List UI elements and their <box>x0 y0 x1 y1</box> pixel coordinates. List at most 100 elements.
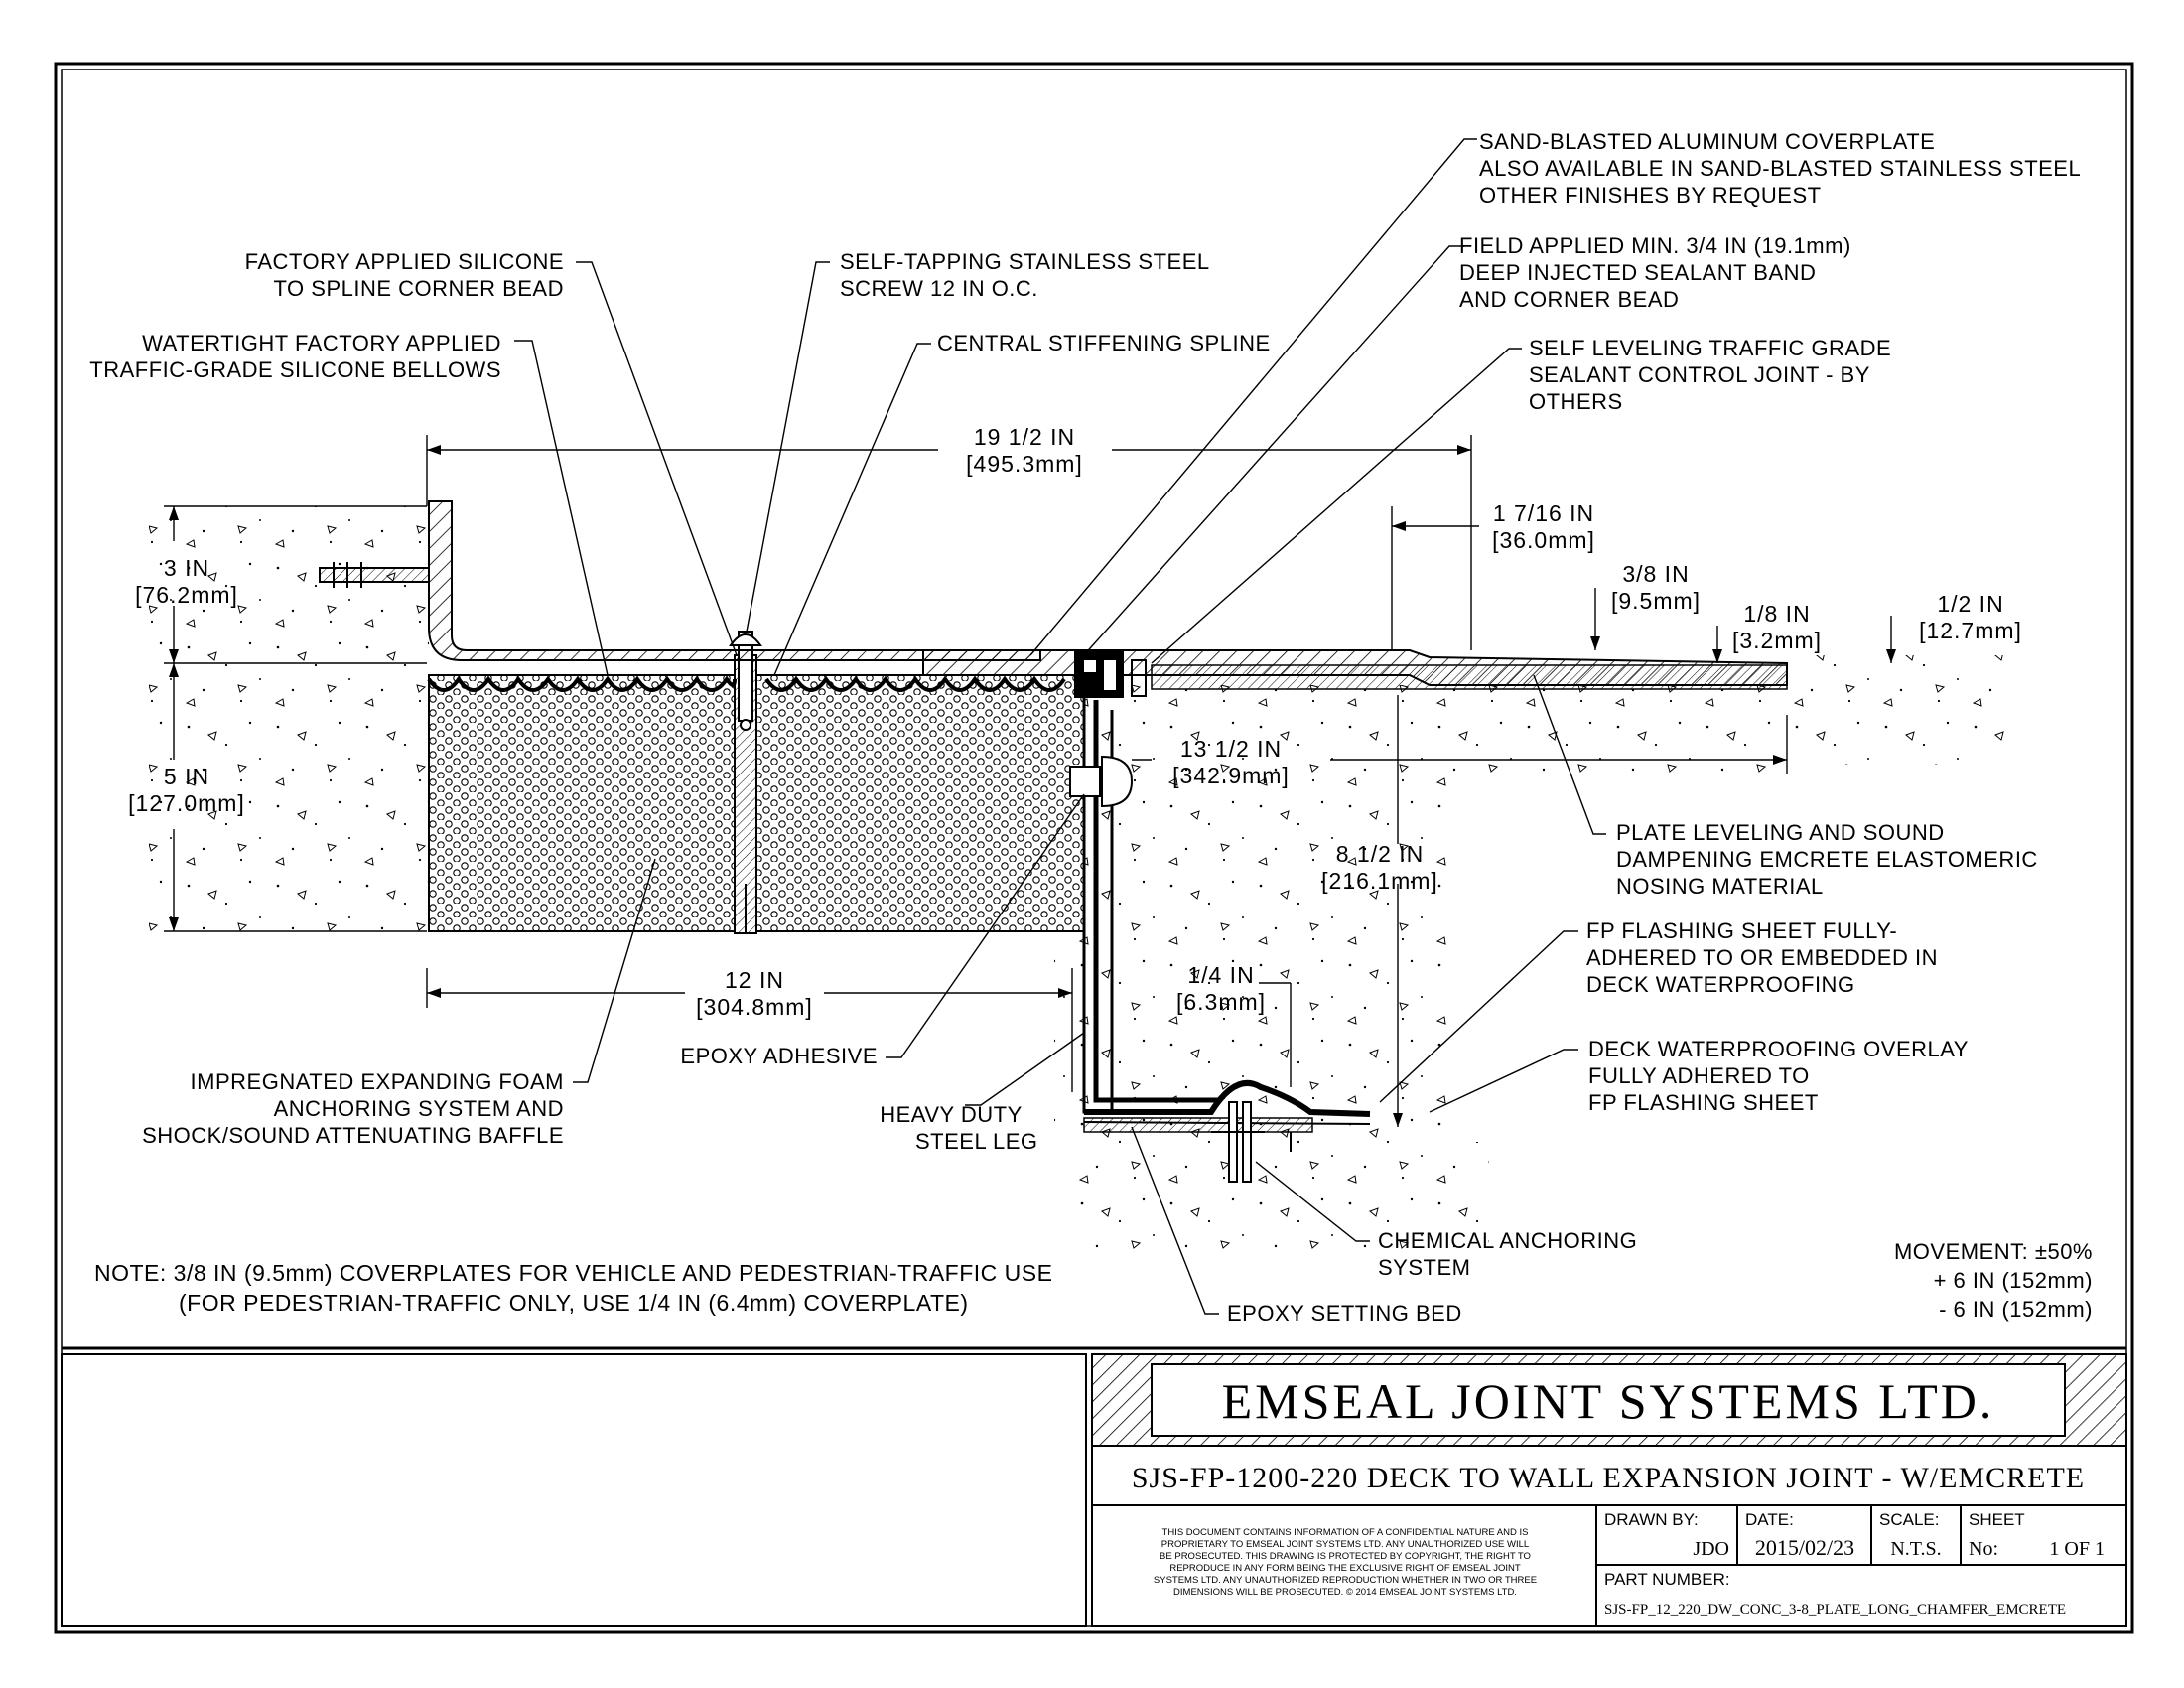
label-epoxy-setting-bed: EPOXY SETTING BED <box>1227 1301 1462 1326</box>
label-self-leveling-1: SELF LEVELING TRAFFIC GRADE <box>1529 336 1891 360</box>
dim-19-half-in: 19 1/2 IN <box>974 424 1075 450</box>
label-coverplate-3: OTHER FINISHES BY REQUEST <box>1479 183 1822 208</box>
date-value: 2015/02/23 <box>1755 1535 1854 1560</box>
label-bellows-2: TRAFFIC-GRADE SILICONE BELLOWS <box>89 357 501 382</box>
notes: NOTE: 3/8 IN (9.5mm) COVERPLATES FOR VEH… <box>94 1239 2093 1322</box>
disclaimer-6: DIMENSIONS WILL BE PROSECUTED. © 2014 EM… <box>1173 1587 1517 1598</box>
label-overlay-2: FULLY ADHERED TO <box>1588 1063 1810 1088</box>
disclaimer-2: PROPRIETARY TO EMSEAL JOINT SYSTEMS LTD.… <box>1161 1539 1529 1550</box>
disclaimer-4: REPRODUCE IN ANY FORM BEING THE EXCLUSIV… <box>1169 1563 1521 1574</box>
outer-border <box>54 62 2134 1634</box>
dim-1-2-in: 1/2 IN <box>1937 591 2003 617</box>
left-angle-plate <box>428 500 1041 661</box>
dim-12-in: 12 IN <box>725 967 784 993</box>
foam-baffle-left <box>428 674 736 932</box>
disclaimer-5: SYSTEMS LTD. ANY UNAUTHORIZED REPRODUCTI… <box>1154 1575 1537 1586</box>
label-steel-leg-1: HEAVY DUTY <box>880 1102 1023 1127</box>
dim-8-half-mm: [216.1mm] <box>1321 868 1438 894</box>
part-number-value: SJS-FP_12_220_DW_CONC_3-8_PLATE_LONG_CHA… <box>1604 1602 2066 1618</box>
label-field-sealant-2: DEEP INJECTED SEALANT BAND <box>1459 260 1816 285</box>
label-overlay-1: DECK WATERPROOFING OVERLAY <box>1588 1037 1969 1061</box>
label-flashing-1: FP FLASHING SHEET FULLY- <box>1586 918 1897 943</box>
label-self-leveling-3: OTHERS <box>1529 389 1623 414</box>
disclaimer-1: THIS DOCUMENT CONTAINS INFORMATION OF A … <box>1162 1527 1529 1538</box>
label-spline: CENTRAL STIFFENING SPLINE <box>937 331 1271 355</box>
label-coverplate-1: SAND-BLASTED ALUMINUM COVERPLATE <box>1479 129 1935 154</box>
dim-1-4-mm: [6.3mm] <box>1176 989 1266 1015</box>
dim-1-8-mm: [3.2mm] <box>1732 628 1822 653</box>
wall-anchor <box>319 567 430 583</box>
sealant-corner-bead <box>1074 650 1124 698</box>
label-foam-2: ANCHORING SYSTEM AND <box>274 1096 564 1121</box>
silicone-bellows-left <box>427 675 737 692</box>
label-coverplate-2: ALSO AVAILABLE IN SAND-BLASTED STAINLESS… <box>1479 156 2081 181</box>
callout-labels: SAND-BLASTED ALUMINUM COVERPLATE ALSO AV… <box>89 129 2081 1326</box>
dim-13-half-in: 13 1/2 IN <box>1180 736 1282 762</box>
dim-1-7-16-in: 1 7/16 IN <box>1493 500 1594 526</box>
silicone-bellows-right <box>764 675 1066 692</box>
flashing-sheet-vertical <box>1093 700 1221 1103</box>
dim-1-4-in: 1/4 IN <box>1187 962 1254 988</box>
leader-lines <box>514 138 1606 1315</box>
emcrete-nosing <box>1151 664 1788 690</box>
sheet-no-label: No: <box>1969 1538 1998 1560</box>
dimension-labels: 19 1/2 IN [495.3mm] 1 7/16 IN [36.0mm] 3… <box>128 424 2022 1020</box>
lower-concrete <box>1072 1142 1489 1251</box>
dim-5-mm: [127.0mm] <box>128 790 245 816</box>
deck-beyond <box>1797 655 2005 765</box>
label-factory-silicone-2: TO SPLINE CORNER BEAD <box>274 276 565 301</box>
label-foam-3: SHOCK/SOUND ATTENUATING BAFFLE <box>142 1123 564 1148</box>
label-foam-1: IMPREGNATED EXPANDING FOAM <box>191 1069 564 1094</box>
foam-baffle-right <box>755 674 1085 932</box>
movement-line-1: MOVEMENT: ±50% <box>1894 1239 2093 1264</box>
label-chemical-2: SYSTEM <box>1378 1255 1470 1280</box>
movement-line-2: + 6 IN (152mm) <box>1934 1268 2093 1293</box>
part-number-label: PART NUMBER: <box>1604 1570 1730 1589</box>
dimension-lines <box>164 435 1896 1127</box>
drawn-by-value: JDO <box>1693 1538 1729 1560</box>
dim-3-in: 3 IN <box>164 555 209 581</box>
scale-value: N.T.S. <box>1890 1538 1941 1560</box>
title-block: EMSEAL JOINT SYSTEMS LTD. SJS-FP-1200-22… <box>61 1353 2127 1627</box>
label-overlay-3: FP FLASHING SHEET <box>1588 1090 1819 1115</box>
date-label: DATE: <box>1745 1510 1794 1529</box>
dim-1-2-mm: [12.7mm] <box>1919 618 2022 643</box>
label-screw-2: SCREW 12 IN O.C. <box>840 276 1038 301</box>
label-self-leveling-2: SEALANT CONTROL JOINT - BY <box>1529 362 1870 387</box>
sheet-value: 1 OF 1 <box>2049 1538 2105 1560</box>
label-nosing-3: NOSING MATERIAL <box>1616 874 1824 899</box>
label-field-sealant-3: AND CORNER BEAD <box>1459 287 1679 312</box>
note-line-2: (FOR PEDESTRIAN-TRAFFIC ONLY, USE 1/4 IN… <box>179 1290 969 1316</box>
label-flashing-2: ADHERED TO OR EMBEDDED IN <box>1586 945 1938 970</box>
blank-title-area <box>61 1353 1087 1627</box>
label-screw-1: SELF-TAPPING STAINLESS STEEL <box>840 249 1210 274</box>
dim-1-8-in: 1/8 IN <box>1743 601 1810 627</box>
movement-line-3: - 6 IN (152mm) <box>1939 1297 2093 1322</box>
dim-5-in: 5 IN <box>164 764 209 789</box>
label-steel-leg-2: STEEL LEG <box>915 1129 1038 1154</box>
dim-3-8-mm: [9.5mm] <box>1611 588 1701 614</box>
dim-1-7-16-mm: [36.0mm] <box>1492 527 1595 553</box>
scale-label: SCALE: <box>1879 1510 1939 1529</box>
drawn-by-label: DRAWN BY: <box>1604 1510 1699 1529</box>
dim-8-half-in: 8 1/2 IN <box>1336 841 1425 867</box>
label-field-sealant-1: FIELD APPLIED MIN. 3/4 IN (19.1mm) <box>1459 233 1851 258</box>
epoxy-setting-bed-shape <box>1083 1117 1313 1133</box>
label-nosing-1: PLATE LEVELING AND SOUND <box>1616 820 1945 845</box>
label-nosing-2: DAMPENING EMCRETE ELASTOMERIC <box>1616 847 2038 872</box>
note-line-1: NOTE: 3/8 IN (9.5mm) COVERPLATES FOR VEH… <box>94 1260 1052 1286</box>
dim-3-8-in: 3/8 IN <box>1622 561 1689 587</box>
section-detail <box>149 500 2005 1251</box>
label-flashing-3: DECK WATERPROOFING <box>1586 972 1855 997</box>
dim-3-mm: [76.2mm] <box>135 582 238 608</box>
drawing-title: SJS-FP-1200-220 DECK TO WALL EXPANSION J… <box>1132 1462 2085 1494</box>
sheet-label: SHEET <box>1969 1510 2025 1529</box>
dim-19-half-mm: [495.3mm] <box>966 451 1083 477</box>
flashing-sheet-horizontal <box>1084 1080 1371 1117</box>
label-bellows-1: WATERTIGHT FACTORY APPLIED <box>142 331 501 355</box>
label-epoxy-adhesive: EPOXY ADHESIVE <box>680 1044 878 1068</box>
disclaimer-3: BE PROSECUTED. THIS DRAWING IS PROTECTED… <box>1160 1551 1531 1562</box>
right-deck-concrete <box>1054 665 2005 1152</box>
dim-13-half-mm: [342.9mm] <box>1172 763 1290 788</box>
